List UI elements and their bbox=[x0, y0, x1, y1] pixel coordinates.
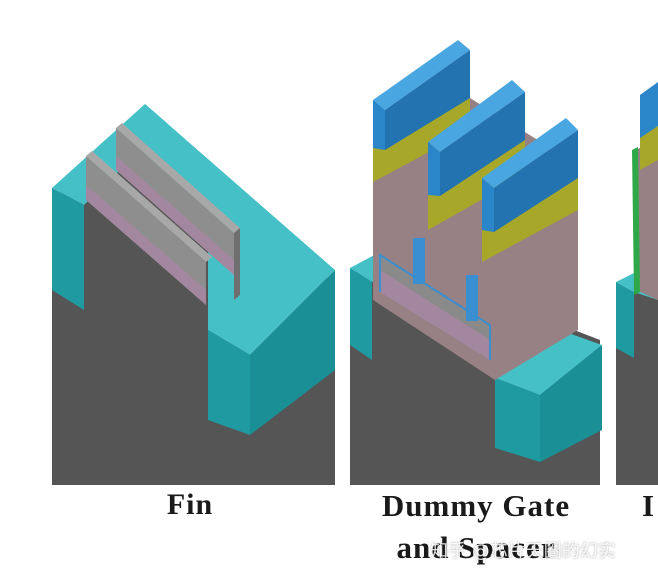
fin-1-top bbox=[86, 151, 212, 262]
dg-gate1-side bbox=[385, 50, 470, 150]
caption-dummy-gate-line1: Dummy Gate bbox=[381, 488, 571, 523]
dg-fin-pink bbox=[380, 270, 490, 360]
dg-spacer-1 bbox=[413, 238, 425, 284]
dg-sti-left-front bbox=[350, 268, 372, 360]
p3-green-edge bbox=[632, 147, 640, 295]
fin-sti-right-side bbox=[250, 270, 335, 435]
dg-gate2-front bbox=[428, 142, 440, 196]
dg-gate3-top bbox=[482, 118, 578, 188]
panel-third bbox=[616, 82, 658, 485]
dg-gate2-top bbox=[428, 80, 525, 152]
dg-spacer-outline bbox=[379, 253, 491, 360]
caption-third-panel: I bbox=[642, 488, 656, 523]
dg-gate3-side bbox=[494, 130, 578, 232]
p3-blue bbox=[640, 82, 658, 138]
dg-sti-right-front bbox=[495, 378, 540, 462]
dg-gate1-front bbox=[373, 100, 385, 150]
fin-2-pink bbox=[116, 156, 234, 275]
p3-yellow bbox=[640, 126, 658, 170]
dg-gate2-yellow bbox=[428, 140, 525, 230]
dg-gate2-side bbox=[440, 92, 525, 196]
dg-sti-right-top bbox=[495, 330, 602, 395]
dg-spacer-2 bbox=[466, 275, 478, 321]
dg-gate1-yellow bbox=[373, 98, 470, 182]
p3-sti-front bbox=[616, 282, 634, 358]
caption-dummy-gate-line2: and Spacer bbox=[396, 530, 556, 565]
dg-gate3-yellow bbox=[482, 178, 578, 262]
dg-gate3-front bbox=[482, 178, 494, 232]
fin-sti-right-front bbox=[208, 330, 250, 435]
fin-2-end bbox=[234, 228, 240, 300]
dg-sti-right-side bbox=[540, 345, 602, 462]
fin-2-top bbox=[116, 123, 240, 233]
fin-sti-left-front bbox=[52, 188, 84, 310]
fin-1-pink bbox=[86, 185, 206, 305]
p3-gate-body bbox=[636, 138, 658, 300]
caption-fin: Fin bbox=[166, 488, 214, 521]
panel-fin bbox=[52, 104, 335, 485]
panel-dummy-gate bbox=[350, 40, 602, 485]
watermark-text: 知乎 @芯片天圈的幻实 bbox=[430, 541, 616, 562]
dg-gate1-top bbox=[373, 40, 470, 110]
